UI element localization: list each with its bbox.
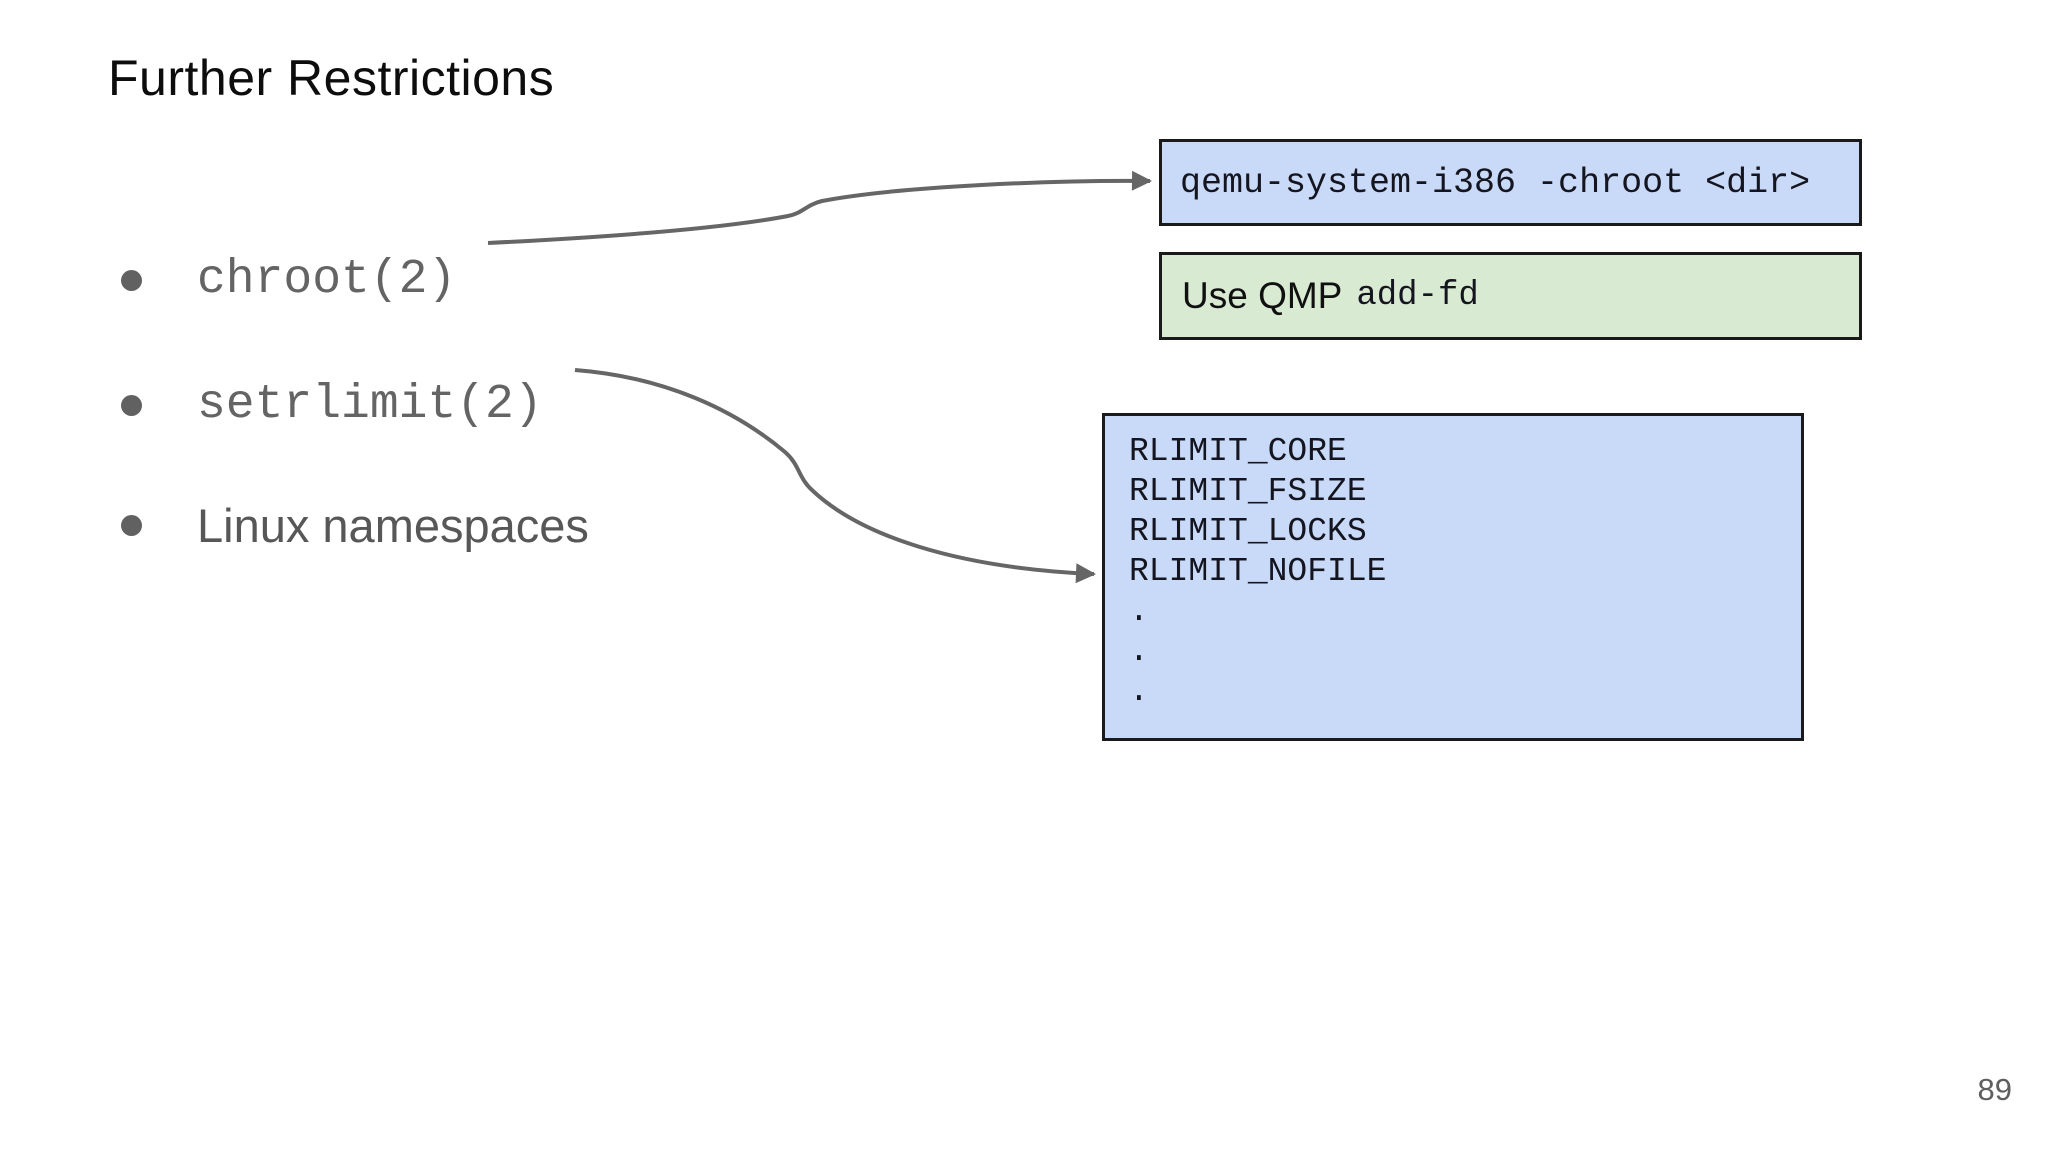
arrow-chroot-to-qemu-box	[487, 170, 1152, 245]
rlimit-line: RLIMIT_NOFILE	[1129, 553, 1387, 590]
qmp-addfd-command-text: add-fd	[1356, 277, 1479, 315]
rlimit-line: RLIMIT_CORE	[1129, 433, 1347, 470]
bullet-item-linux-namespaces: Linux namespaces	[121, 493, 589, 557]
rlimit-line: RLIMIT_LOCKS	[1129, 513, 1367, 550]
bullet-icon	[121, 394, 142, 416]
bullet-label-chroot: chroot(2)	[197, 253, 457, 307]
qemu-chroot-command-text: qemu-system-i386 -chroot <dir>	[1180, 162, 1811, 203]
qmp-addfd-box: Use QMP add-fd	[1159, 252, 1862, 340]
slide-title: Further Restrictions	[108, 50, 555, 106]
bullet-item-setrlimit: setrlimit(2)	[121, 373, 543, 437]
bullet-item-chroot: chroot(2)	[121, 248, 456, 312]
rlimit-ellipsis-line: .	[1129, 593, 1149, 630]
bullet-icon	[121, 514, 142, 536]
arrow-setrlimit-to-rlimit-box	[574, 368, 1096, 584]
bullet-label-linux-namespaces: Linux namespaces	[197, 498, 589, 552]
bullet-label-setrlimit: setrlimit(2)	[197, 378, 543, 432]
rlimit-line: RLIMIT_FSIZE	[1129, 473, 1367, 510]
rlimit-ellipsis-line: .	[1129, 673, 1149, 710]
qmp-prefix-text: Use QMP	[1182, 275, 1343, 316]
rlimit-list-box: RLIMIT_CORE RLIMIT_FSIZE RLIMIT_LOCKS RL…	[1102, 413, 1804, 741]
qemu-chroot-box: qemu-system-i386 -chroot <dir>	[1159, 139, 1862, 226]
page-number: 89	[1977, 1072, 2012, 1107]
bullet-icon	[121, 269, 142, 291]
rlimit-ellipsis-line: .	[1129, 633, 1149, 670]
